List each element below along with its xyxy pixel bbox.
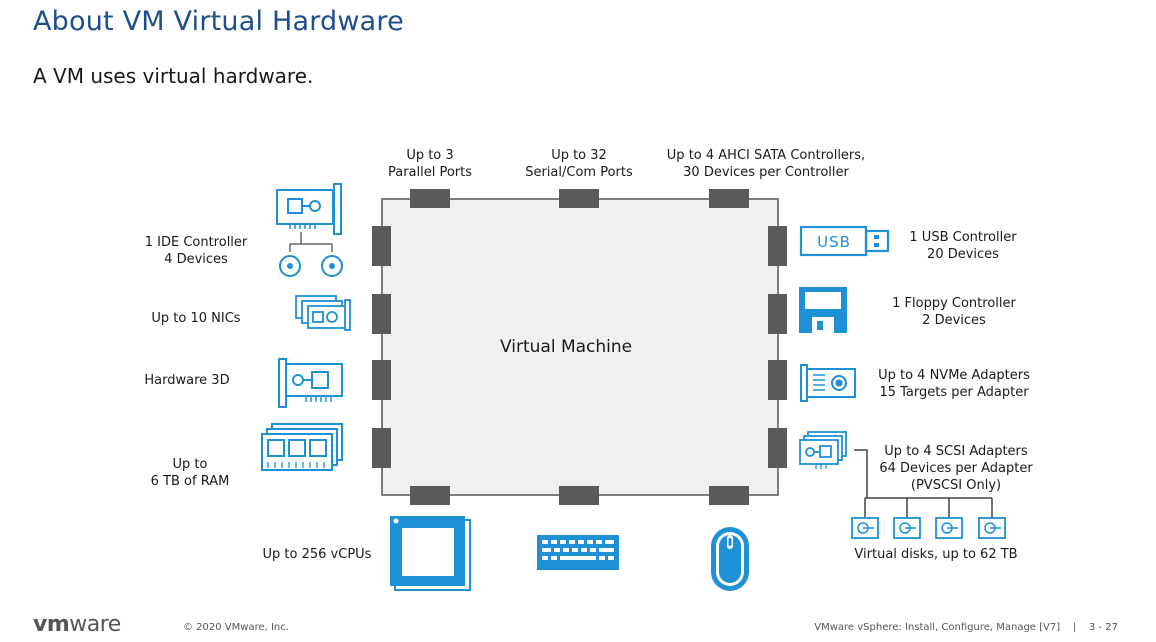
usb-icon-text: USB xyxy=(817,233,851,251)
mouse-icon xyxy=(711,527,749,591)
ram-modules-icon xyxy=(261,423,343,471)
nvme-adapters-label: Up to 4 NVMe Adapters 15 Targets per Ada… xyxy=(878,368,1030,400)
cpu-port-block xyxy=(410,486,450,505)
footer-course-info: VMware vSphere: Install, Configure, Mana… xyxy=(814,622,1118,633)
virtual-machine-box xyxy=(381,198,779,496)
nic-port-block xyxy=(372,294,391,334)
ide-controller-label: 1 IDE Controller 4 Devices xyxy=(144,235,248,267)
virtual-disk-icons xyxy=(851,517,1006,539)
vmware-logo: vmware xyxy=(33,612,121,637)
serial-ports-label: Up to 32 Serial/Com Ports xyxy=(525,148,633,180)
nvme-port-block xyxy=(768,360,787,400)
footer-copyright: © 2020 VMware, Inc. xyxy=(183,622,289,633)
sata-port-block xyxy=(709,189,749,208)
floppy-controller-label: 1 Floppy Controller 2 Devices xyxy=(892,296,1016,328)
nic-cards-icon xyxy=(295,295,351,331)
virtual-disk-icon-3 xyxy=(935,517,963,539)
usb-port-block xyxy=(768,226,787,266)
floppy-disk-icon xyxy=(799,287,847,333)
ide-port-block xyxy=(372,226,391,266)
virtual-disk-icon-2 xyxy=(893,517,921,539)
scsi-adapters-label: Up to 4 SCSI Adapters 64 Devices per Ada… xyxy=(879,444,1033,493)
usb-icon: USB xyxy=(799,225,890,257)
scsi-port-block xyxy=(768,428,787,468)
parallel-ports-label: Up to 3 Parallel Ports xyxy=(387,148,473,180)
ram-port-block xyxy=(372,428,391,468)
hardware-3d-label: Hardware 3D xyxy=(144,373,230,388)
ide-controller-icon xyxy=(276,183,343,277)
nvme-adapter-icon xyxy=(800,364,856,402)
keyboard-icon xyxy=(537,535,619,570)
slide-subtitle: A VM uses virtual hardware. xyxy=(33,64,314,88)
virtual-disk-icon-1 xyxy=(851,517,879,539)
slide-title: About VM Virtual Hardware xyxy=(33,6,404,37)
right-ports xyxy=(768,226,787,468)
virtual-disk-icon-4 xyxy=(978,517,1006,539)
3d-port-block xyxy=(372,360,391,400)
hardware-3d-icon xyxy=(278,358,343,408)
sata-controllers-label: Up to 4 AHCI SATA Controllers, 30 Device… xyxy=(666,148,866,180)
nics-label: Up to 10 NICs xyxy=(151,311,241,326)
virtual-machine-label: Virtual Machine xyxy=(500,337,633,357)
left-ports xyxy=(372,226,391,468)
keyboard-port-block xyxy=(559,486,599,505)
cpu-icon xyxy=(390,516,471,591)
virtual-disks-label: Virtual disks, up to 62 TB xyxy=(854,547,1018,562)
top-ports xyxy=(410,189,749,208)
ram-label: Up to 6 TB of RAM xyxy=(150,457,230,489)
mouse-port-block xyxy=(709,486,749,505)
serial-port-block xyxy=(559,189,599,208)
vcpus-label: Up to 256 vCPUs xyxy=(262,547,372,562)
parallel-port-block xyxy=(410,189,450,208)
scsi-adapters-icon xyxy=(799,431,847,469)
scsi-disk-connectors xyxy=(854,449,993,518)
bottom-ports xyxy=(410,486,749,505)
floppy-port-block xyxy=(768,294,787,334)
usb-controller-label: 1 USB Controller 20 Devices xyxy=(909,230,1017,262)
